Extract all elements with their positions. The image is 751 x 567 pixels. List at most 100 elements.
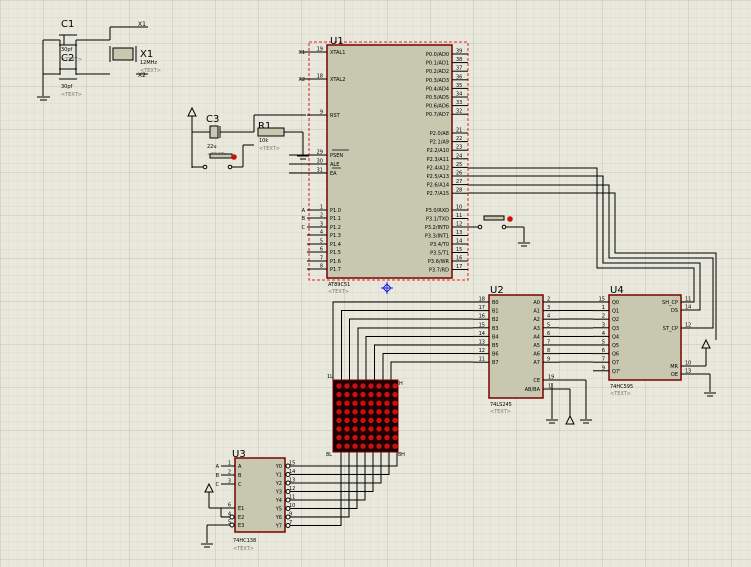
u4-ref[interactable]: U4 [610, 285, 624, 296]
u2-74ls245[interactable]: U2 74LS245 <TEXT> 18B017B116B215B314B413… [473, 285, 587, 416]
u1-move-handle-icon[interactable] [381, 282, 393, 294]
u1-part: AT89C51 [328, 282, 350, 288]
u3-part: 74HC138 [233, 538, 256, 544]
pin-number: 3 [547, 305, 550, 311]
net-label: C [216, 482, 220, 488]
pin-number: 5 [320, 239, 323, 245]
capacitor-c3[interactable] [209, 125, 219, 139]
c3-ref[interactable]: C3 [206, 114, 219, 125]
u1-ref[interactable]: U1 [330, 36, 344, 47]
led-dot [392, 400, 398, 406]
wires [207, 51, 717, 526]
led-dot [336, 443, 342, 449]
pin-name: B7 [492, 360, 499, 366]
capacitor-c1[interactable] [59, 34, 77, 46]
pin-name: ST_CP [663, 326, 678, 332]
pin-name: CE [533, 378, 540, 384]
led-dot [392, 391, 398, 398]
ground-symbol [518, 242, 530, 247]
pin-number: 28 [456, 188, 462, 194]
led-dot [368, 426, 374, 432]
matrix-corner-bottom-left: 8L [326, 452, 332, 458]
capacitor-c2[interactable] [59, 68, 77, 80]
pin-number: 8 [320, 264, 323, 270]
x1-ref[interactable]: X1 [140, 49, 153, 60]
x1-text-placeholder: <TEXT> [140, 68, 161, 74]
pin-number: 6 [547, 331, 550, 337]
pin-name: Y3 [275, 490, 282, 496]
c1-ref[interactable]: C1 [61, 19, 74, 30]
pin-number: 39 [456, 49, 462, 55]
led-dot [352, 417, 358, 424]
pin-name: P2.3/A11 [427, 157, 449, 163]
led-dot [344, 443, 350, 449]
pin-number: 11 [456, 213, 462, 219]
led-dot [344, 434, 350, 441]
pin-number: 17 [479, 305, 485, 311]
pin-number: 33 [456, 100, 462, 106]
resistor-r1[interactable] [257, 127, 285, 137]
u2-text-placeholder: <TEXT> [490, 409, 511, 415]
pin-name: P0.1/AD1 [426, 61, 449, 67]
pin-name: B3 [492, 326, 499, 332]
pin-name: A7 [533, 360, 540, 366]
led-dot [392, 434, 398, 441]
led-dot [344, 417, 350, 424]
pin-name: Q7 [612, 360, 619, 366]
u4-74hc595[interactable]: U4 74HC595 <TEXT> 15Q01Q12Q23Q34Q45Q56Q6… [593, 285, 691, 397]
led-matrix-8x8[interactable]: 1L H 8L 8H [326, 374, 405, 458]
pin-number: 6 [320, 247, 323, 253]
pin-name: RST [330, 113, 341, 119]
pin-name: P3.7/RD [429, 268, 449, 274]
led-dot [344, 391, 350, 398]
led-dot [336, 409, 342, 415]
u1-at89c51[interactable]: U1 AT89C51 <TEXT> 19XTAL1X118XTAL2X29RST… [298, 36, 469, 295]
pin-name: Q6 [612, 352, 619, 358]
c2-ref[interactable]: C2 [61, 53, 74, 64]
int0-pushbutton[interactable] [468, 215, 530, 247]
r1-ref[interactable]: R1 [258, 121, 271, 132]
led-dot [392, 417, 398, 424]
pin-name: P1.7 [330, 267, 341, 273]
pin-name: P0.3/AD3 [426, 78, 449, 84]
u3-ref[interactable]: U3 [232, 449, 246, 460]
pin-number: 9 [320, 110, 323, 116]
pin-name: AB/BA [525, 387, 541, 393]
x1-value: 12MHz [140, 60, 157, 66]
led-dot [352, 391, 358, 398]
pin-number: 34 [456, 92, 462, 98]
u2-ref[interactable]: U2 [490, 285, 504, 296]
led-dot [368, 443, 374, 449]
pin-number: 7 [320, 256, 323, 262]
pin-name: P0.6/AD6 [426, 104, 449, 110]
pin-number: 38 [456, 57, 462, 63]
c2-text-placeholder: <TEXT> [61, 92, 82, 98]
pin-number: 15 [599, 297, 605, 303]
reset-pushbutton[interactable] [192, 144, 254, 170]
led-dot [384, 409, 390, 415]
u3-body [234, 457, 286, 533]
c2-value: 30pf [61, 84, 73, 90]
pin-number: 16 [479, 314, 485, 320]
pin-number: 12 [479, 348, 485, 354]
net-label: C [302, 225, 306, 231]
led-dot [344, 409, 350, 415]
pin-name: A4 [533, 334, 540, 340]
led-dot [384, 417, 390, 424]
crystal-x1[interactable] [112, 47, 134, 61]
led-dot [384, 434, 390, 441]
pin-name: P3.3/INT1 [425, 234, 449, 240]
led-dot [360, 391, 366, 398]
c1-value: 30pf [61, 47, 73, 53]
pin-name: P2.0/A8 [430, 131, 449, 137]
pin-number: 11 [479, 357, 485, 363]
pin-number: 18 [479, 297, 485, 303]
inversion-bubble [285, 523, 291, 528]
pin-number: 12 [456, 222, 462, 228]
pin-name: OE [671, 372, 678, 378]
pin-number: 2 [228, 470, 231, 476]
